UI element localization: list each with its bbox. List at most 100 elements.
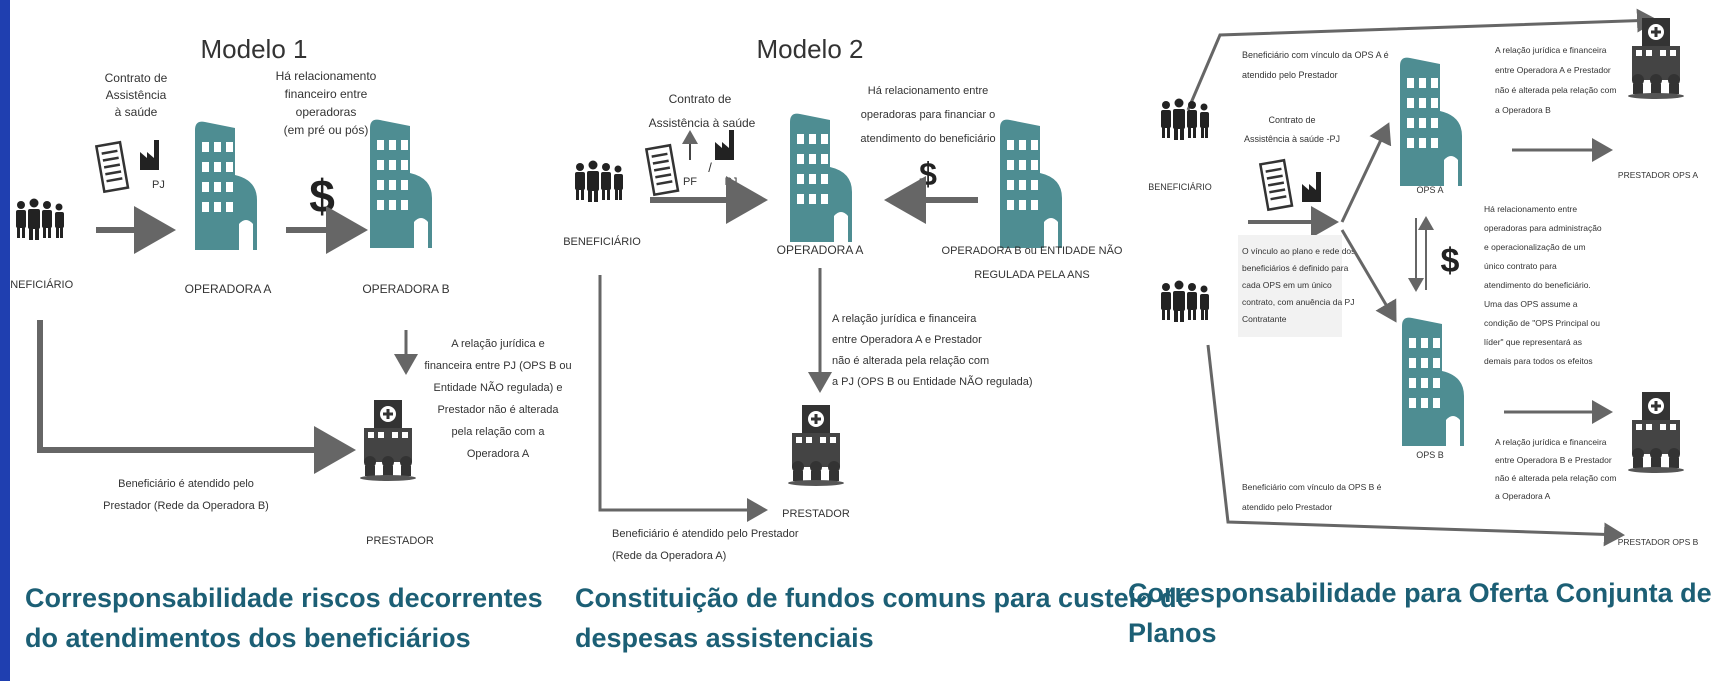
model1-financeiro-line1: Há relacionamento xyxy=(276,69,377,83)
model3-beneficiario: BENEFICIÁRIO xyxy=(1148,182,1212,192)
model1-relacao-line5: pela relação com a xyxy=(452,426,546,438)
model2-title: Modelo 2 xyxy=(757,34,864,64)
model1-prestador: PRESTADOR xyxy=(366,535,434,547)
model3-middle-line6: Uma das OPS assume a xyxy=(1484,299,1578,309)
model2-relacao-line4: a PJ (OPS B ou Entidade NÃO regulada) xyxy=(832,375,1033,388)
people-icon xyxy=(1161,280,1209,322)
model1-operadora-a: OPERADORA A xyxy=(185,282,272,296)
factory-icon xyxy=(140,140,159,170)
vinculo-box xyxy=(1238,235,1342,337)
model3-vinculo-line1: O vínculo ao plano e rede dos xyxy=(1242,246,1355,256)
model3-vinculo-line2: beneficiários é definido para xyxy=(1242,263,1349,273)
model3-middle-line4: único contrato para xyxy=(1484,261,1557,271)
model1-caption-line2: do atendimentos dos beneficiários xyxy=(25,623,471,653)
model2-slash: / xyxy=(708,160,712,175)
model3-relacao-a-line1: A relação jurídica e financeira xyxy=(1495,45,1607,55)
model1-atendido-line2: Prestador (Rede da Operadora B) xyxy=(103,500,269,512)
model1-title: Modelo 1 xyxy=(201,34,308,64)
model3-middle-line8: líder" que representará as xyxy=(1484,337,1582,347)
hospital-icon xyxy=(1626,16,1686,101)
model2-financeiro-line3: atendimento do beneficiário xyxy=(860,133,995,145)
model2-beneficiario: BENEFICIÁRIO xyxy=(563,235,641,248)
model3-ops-b: OPS B xyxy=(1416,450,1444,460)
model3-relacao-a-line4: a Operadora B xyxy=(1495,105,1551,115)
model1-financeiro-line3: operadoras xyxy=(296,105,357,119)
model2-diagram: Modelo 2 Contrato de Assistência à saúde… xyxy=(563,34,1123,562)
model1-contract-line2: Assistência xyxy=(106,88,167,102)
dollar-icon: $ xyxy=(1441,242,1460,280)
dollar-icon: $ xyxy=(309,170,335,222)
model3-contract-line2: Assistência à saúde -PJ xyxy=(1244,134,1340,144)
model3-prestador-b: PRESTADOR OPS B xyxy=(1618,537,1699,547)
model2-relacao-line2: entre Operadora A e Prestador xyxy=(832,334,982,346)
model2-relacao-line1: A relação jurídica e financeira xyxy=(832,313,977,325)
document-icon xyxy=(645,144,680,196)
factory-icon xyxy=(715,130,734,160)
people-icon xyxy=(16,198,64,240)
model3-vinculo-line3: cada OPS em um único xyxy=(1242,280,1332,290)
hospital-icon xyxy=(1626,390,1686,475)
model3-contract-line1: Contrato de xyxy=(1268,115,1315,125)
model3-relacao-b-line1: A relação jurídica e financeira xyxy=(1495,437,1607,447)
model3-prestador-a: PRESTADOR OPS A xyxy=(1618,170,1698,180)
model2-relacao-line3: não é alterada pela relação com xyxy=(832,355,989,367)
model1-diagram: Modelo 1 Contrato de Assistência à saúde… xyxy=(10,34,572,547)
model2-operadora-a: OPERADORA A xyxy=(777,243,864,257)
model3-bottom-note-line2: atendido pelo Prestador xyxy=(1242,502,1332,512)
model1-caption-line1: Corresponsabilidade riscos decorrentes xyxy=(25,583,543,613)
model2-pf: PF xyxy=(683,176,697,188)
building-icon xyxy=(1400,57,1462,186)
model1-relacao-line2: financeira entre PJ (OPS B ou xyxy=(424,360,571,372)
model1-caption: Corresponsabilidade riscos decorrentes d… xyxy=(25,578,543,658)
dollar-icon: $ xyxy=(919,156,937,192)
diagram-svg: Modelo 1 Contrato de Assistência à saúde… xyxy=(10,8,1699,562)
model3-caption: Corresponsabilidade para Oferta Conjunta… xyxy=(1128,573,1712,653)
model1-relacao-line1: A relação jurídica e xyxy=(451,338,545,350)
model3-top-note-line2: atendido pelo Prestador xyxy=(1242,70,1338,80)
model2-caption-line1: Constituição de fundos comuns para custe… xyxy=(575,583,1192,613)
hospital-icon xyxy=(786,403,846,488)
building-icon xyxy=(370,119,432,249)
model2-atendido-line1: Beneficiário é atendido pelo Prestador xyxy=(612,528,799,540)
building-icon xyxy=(790,113,852,243)
model2-operadora-b-line1: OPERADORA B ou ENTIDADE NÃO xyxy=(942,244,1123,257)
model3-relacao-a-line2: entre Operadora A e Prestador xyxy=(1495,65,1611,75)
model1-financeiro-line4: (em pré ou pós) xyxy=(284,123,369,137)
model3-middle-line7: condição de "OPS Principal ou xyxy=(1484,318,1600,328)
model3-top-note-line1: Beneficiário com vínculo da OPS A é xyxy=(1242,50,1389,60)
diagram-canvas: Modelo 1 Contrato de Assistência à saúde… xyxy=(10,0,1715,681)
building-icon xyxy=(1402,317,1464,446)
model3-middle-line9: demais para todos os efeitos xyxy=(1484,356,1593,366)
model3-relacao-b-line2: entre Operadora B e Prestador xyxy=(1495,455,1612,465)
document-icon xyxy=(95,141,130,193)
model3-middle-line5: atendimento do beneficiário. xyxy=(1484,280,1591,290)
model1-relacao-line3: Entidade NÃO regulada) e xyxy=(433,381,562,394)
model1-relacao-line6: Operadora A xyxy=(467,448,530,460)
model2-operadora-b-line2: REGULADA PELA ANS xyxy=(974,269,1090,281)
people-icon xyxy=(575,160,623,202)
model3-relacao-b-line3: não é alterada pela relação com xyxy=(1495,473,1616,483)
model2-financeiro-line1: Há relacionamento entre xyxy=(868,85,988,97)
model2-pj: PJ xyxy=(725,176,738,188)
model2-contract-line2: Assistência à saúde xyxy=(649,116,756,130)
model3-vinculo-line5: Contratante xyxy=(1242,314,1287,324)
model3-bottom-note-line1: Beneficiário com vínculo da OPS B é xyxy=(1242,482,1382,492)
model3-diagram: Beneficiário com vínculo da OPS A é aten… xyxy=(1148,8,1699,547)
document-icon xyxy=(1259,159,1294,211)
model3-middle-line3: e operacionalização de um xyxy=(1484,242,1586,252)
model3-caption-line2: Planos xyxy=(1128,618,1217,648)
model1-pj: PJ xyxy=(152,179,165,191)
people-icon xyxy=(1161,98,1209,140)
model3-ops-a: OPS A xyxy=(1416,185,1443,195)
model2-prestador: PRESTADOR xyxy=(782,508,850,520)
model3-caption-line1: Corresponsabilidade para Oferta Conjunta… xyxy=(1128,578,1712,608)
model3-middle-line2: operadoras para administração xyxy=(1484,223,1602,233)
model1-contract-line3: à saúde xyxy=(115,105,158,119)
model1-relacao-line4: Prestador não é alterada xyxy=(437,404,559,416)
model2-atendido-line2: (Rede da Operadora A) xyxy=(612,550,726,562)
model3-relacao-a-line3: não é alterada pela relação com xyxy=(1495,85,1616,95)
model2-caption: Constituição de fundos comuns para custe… xyxy=(575,578,1192,658)
model2-caption-line2: despesas assistenciais xyxy=(575,623,874,653)
model1-financeiro-line2: financeiro entre xyxy=(285,87,368,101)
model1-contract-line1: Contrato de xyxy=(105,71,168,85)
